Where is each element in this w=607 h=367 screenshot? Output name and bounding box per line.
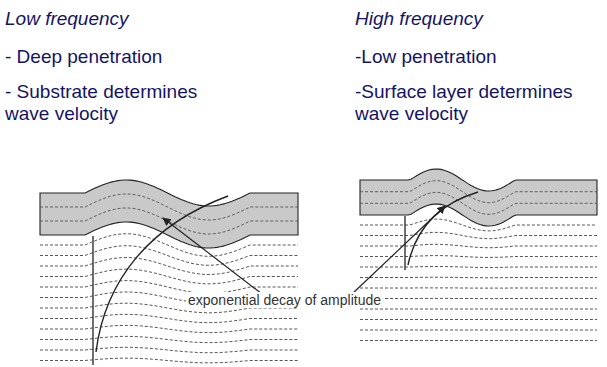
bullet-text: -Surface layer determines wave velocity: [355, 81, 601, 125]
substrate-line: [360, 244, 597, 247]
substrate-line: [40, 234, 298, 257]
substrate-line: [40, 358, 298, 363]
heading: Low frequency: [5, 8, 245, 30]
substrate-line: [40, 336, 298, 342]
leader-line: [352, 206, 445, 294]
substrate-line: [360, 232, 597, 238]
substrate-line: [360, 267, 597, 268]
callout-label: exponential decay of amplitude: [186, 292, 383, 308]
substrate-line: [40, 269, 298, 284]
substrate-line: [40, 325, 298, 332]
decay-curve: [408, 192, 478, 265]
substrate-line: [40, 347, 298, 352]
layer-line: [40, 194, 298, 220]
layer-line: [40, 208, 298, 234]
depth-axis: [92, 236, 93, 365]
substrate-line: [360, 309, 597, 310]
decay-curve: [96, 196, 228, 352]
substrate-line: [360, 256, 597, 258]
substrate-line: [360, 277, 597, 279]
substrate-line: [360, 330, 597, 331]
substrate-line: [360, 287, 597, 288]
substrate-line: [40, 258, 298, 275]
substrate-line: [360, 340, 597, 341]
surface-layer: [40, 180, 298, 248]
substrate-line: [360, 319, 597, 320]
substrate-line: [40, 314, 298, 322]
heading: High frequency: [355, 8, 595, 30]
leader-line: [163, 218, 262, 294]
layer-line: [360, 192, 597, 214]
bullet-text: -Low penetration: [355, 46, 595, 68]
surface-layer: [360, 169, 597, 226]
layer-line: [360, 181, 597, 203]
bullet-text: - Substrate determines wave velocity: [5, 81, 231, 125]
substrate-line: [40, 246, 298, 266]
bullet-text: - Deep penetration: [5, 46, 245, 68]
substrate-line: [360, 298, 597, 299]
